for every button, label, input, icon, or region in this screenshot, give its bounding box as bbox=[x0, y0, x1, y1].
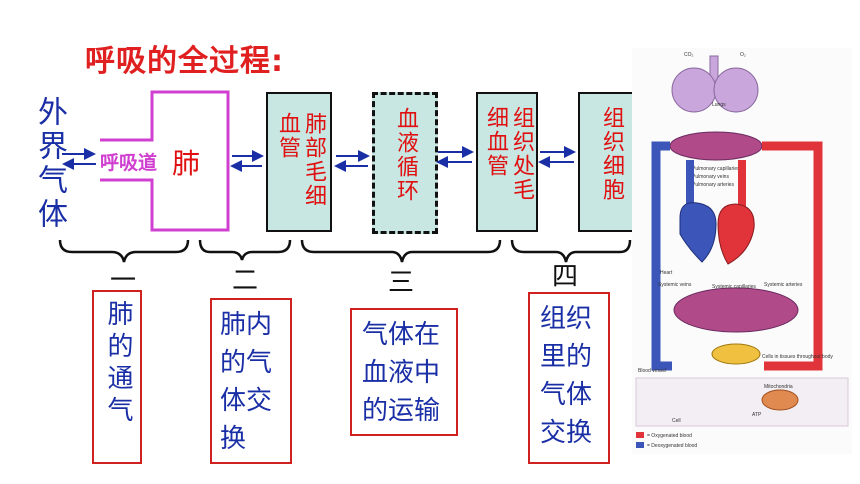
lungs-label: Lungs bbox=[712, 102, 726, 108]
lung-capillary-label: 肺部毛细血管 bbox=[275, 112, 326, 208]
systemic-arteries-label: Systemic arteries bbox=[764, 282, 803, 288]
left-vein-vessel bbox=[651, 141, 672, 371]
step-label-2: 肺内的气体交换 bbox=[220, 310, 273, 454]
systemic-capillaries-label: Systemic capillaries bbox=[712, 284, 756, 290]
brace-three bbox=[300, 239, 502, 263]
heart-left-shape bbox=[717, 203, 755, 265]
lung-airway-outline bbox=[100, 90, 230, 232]
systemic-veins-label: Systemic veins bbox=[658, 282, 692, 288]
lung-label: 肺 bbox=[172, 147, 201, 180]
step-number-4: 四 bbox=[552, 262, 579, 292]
step-label-1: 肺的通气 bbox=[103, 300, 133, 428]
circulation-figure: Lungs CO₂ O₂ Pulmonary capillaries Pulmo… bbox=[632, 48, 852, 454]
tissue-capillary-box: 组织处毛细血管 bbox=[476, 92, 538, 232]
legend-oxygenated-label: = Oxygenated blood bbox=[647, 433, 692, 439]
right-lung-shape bbox=[713, 67, 759, 113]
outer-air-label: 外界气体 bbox=[32, 96, 67, 232]
o2-label-top: O₂ bbox=[740, 52, 746, 58]
brace-four bbox=[510, 239, 632, 263]
co2-label-top: CO₂ bbox=[684, 52, 694, 58]
pulmonary-capillary-bed bbox=[669, 131, 763, 161]
step-box-4: 组织里的气体交换 bbox=[528, 292, 610, 464]
tissue-cells-shape bbox=[711, 343, 761, 365]
step-box-1: 肺的通气 bbox=[92, 290, 142, 464]
legend-oxygenated-swatch bbox=[636, 432, 644, 438]
legend-deoxygenated-label: = Deoxygenated blood bbox=[647, 443, 697, 449]
mitochondria-shape bbox=[761, 389, 799, 411]
pulmonary-veins-label: Pulmonary veins bbox=[692, 174, 729, 180]
step-box-2: 肺内的气体交换 bbox=[210, 298, 292, 464]
step-number-2: 二 bbox=[232, 266, 259, 296]
heart-right-shape bbox=[679, 202, 717, 263]
tissue-capillary-label: 组织处毛细血管 bbox=[483, 106, 534, 202]
lung-capillary-box: 肺部毛细血管 bbox=[266, 92, 332, 232]
tissue-detail-panel bbox=[635, 377, 849, 427]
pulmonary-capillaries-label: Pulmonary capillaries bbox=[692, 166, 740, 172]
legend-deoxygenated-swatch bbox=[636, 442, 644, 448]
blood-circulation-label: 血液循环 bbox=[393, 107, 418, 203]
brace-two bbox=[198, 239, 292, 261]
blood-vessel-label: Blood vessel bbox=[638, 368, 666, 374]
atp-label: ATP bbox=[752, 412, 762, 418]
step-box-3: 气体在血液中的运输 bbox=[350, 308, 458, 436]
circulation-svg: Lungs CO₂ O₂ Pulmonary capillaries Pulmo… bbox=[635, 52, 849, 449]
brace-one bbox=[58, 239, 190, 263]
tissue-cell-label: 组织细胞 bbox=[599, 106, 624, 202]
blood-circulation-box: 血液循环 bbox=[372, 92, 438, 234]
tissue-cell-box: 组织细胞 bbox=[578, 92, 642, 232]
step-label-3: 气体在血液中的运输 bbox=[362, 320, 441, 426]
right-artery-vessel bbox=[762, 141, 823, 371]
left-lung-shape bbox=[671, 67, 717, 113]
step-number-3: 三 bbox=[388, 268, 415, 298]
cells-in-tissues-label: Cells in tissues throughout body bbox=[762, 354, 833, 360]
diagram-title: 呼吸的全过程: bbox=[85, 44, 284, 79]
systemic-capillary-bed bbox=[673, 287, 799, 333]
exchange-arrows bbox=[58, 146, 632, 263]
step-label-4: 组织里的气体交换 bbox=[540, 304, 593, 448]
mitochondria-label: Mitochondria bbox=[764, 384, 793, 390]
pulmonary-arteries-label: Pulmonary arteries bbox=[692, 182, 734, 188]
cell-label: Cell bbox=[672, 418, 681, 424]
airway-label: 呼吸道 bbox=[100, 152, 158, 174]
heart-label: Heart bbox=[660, 270, 673, 276]
